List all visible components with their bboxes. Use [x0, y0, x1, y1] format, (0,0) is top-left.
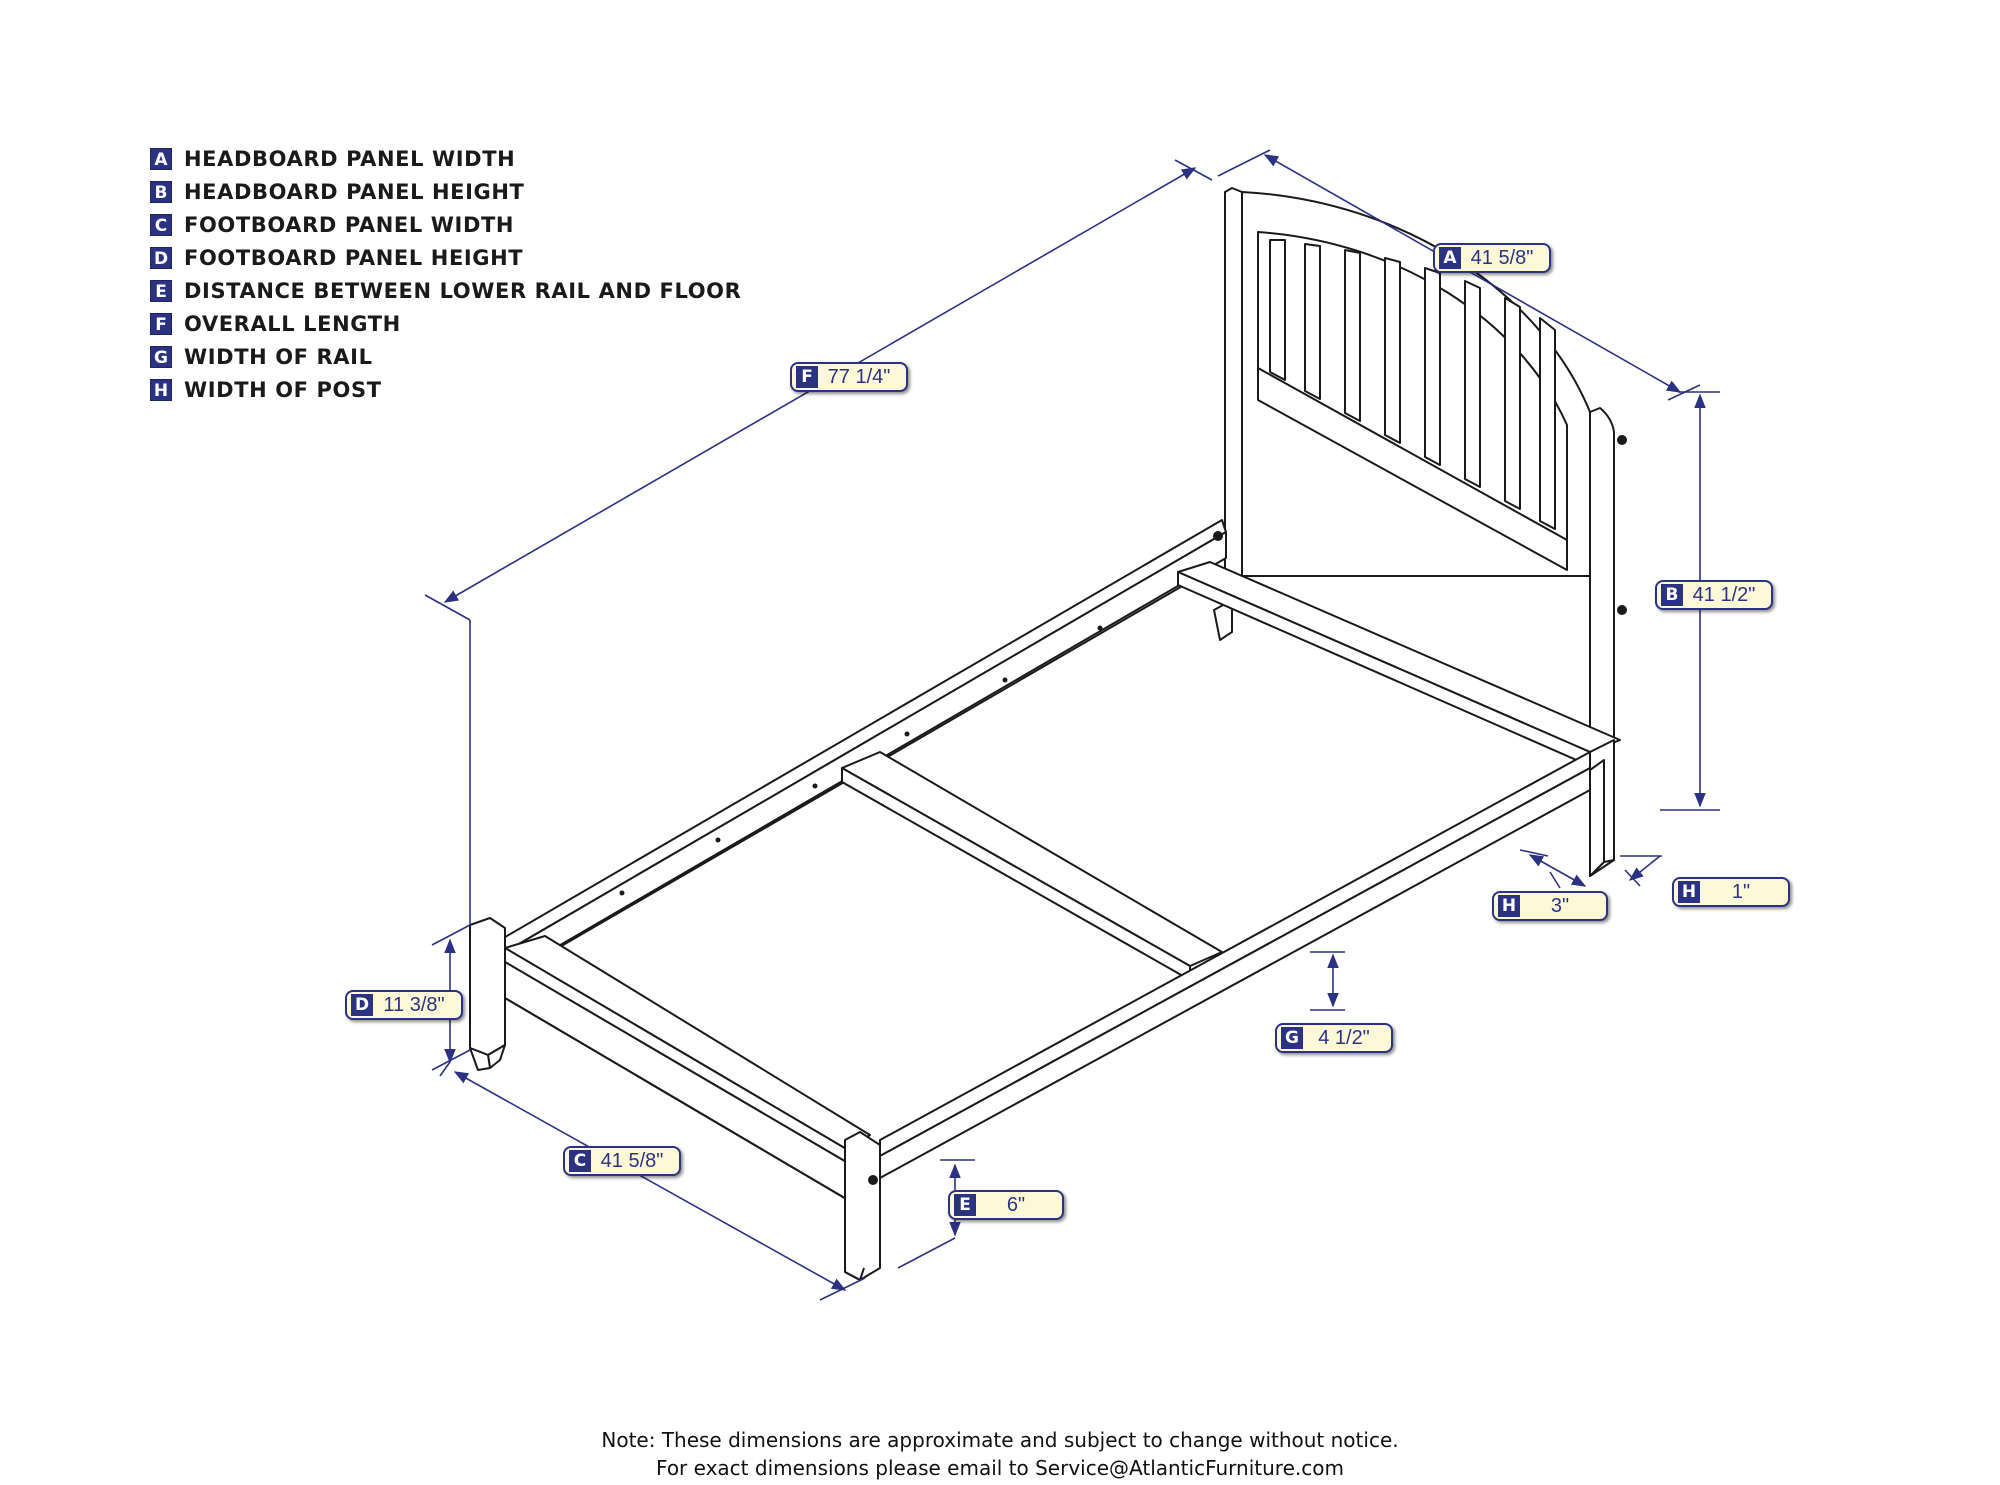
legend-item-a: A HEADBOARD PANEL WIDTH — [150, 142, 741, 175]
legend-text: WIDTH OF POST — [184, 377, 382, 402]
legend-letter: C — [150, 213, 172, 236]
badge-letter: E — [954, 1194, 976, 1216]
legend-text: OVERALL LENGTH — [184, 311, 401, 336]
center-cross-support — [841, 751, 1223, 981]
legend-text: HEADBOARD PANEL WIDTH — [184, 146, 516, 171]
dim-badge-g: G 4 1/2" — [1275, 1023, 1393, 1053]
dim-line-d — [431, 620, 471, 1071]
note-line-1: Note: These dimensions are approximate a… — [601, 1428, 1399, 1452]
footboard — [469, 917, 881, 1281]
badge-letter: F — [796, 366, 818, 388]
note-line-2: For exact dimensions please email to Ser… — [656, 1456, 1344, 1480]
badge-letter: A — [1439, 247, 1461, 269]
badge-value: 11 3/8" — [383, 993, 445, 1016]
dim-badge-h-1: H 1" — [1672, 877, 1790, 907]
legend-letter: D — [150, 246, 172, 269]
badge-letter: H — [1498, 895, 1520, 917]
back-cross-support — [1177, 561, 1621, 767]
legend-item-f: F OVERALL LENGTH — [150, 307, 741, 340]
disclaimer-note: Note: These dimensions are approximate a… — [500, 1426, 1500, 1482]
badge-value: 41 5/8" — [600, 1149, 664, 1172]
badge-value: 41 1/2" — [1692, 583, 1756, 606]
legend-letter: F — [150, 312, 172, 335]
rail-screw-holes — [619, 625, 1103, 896]
dim-badge-d: D 11 3/8" — [345, 990, 463, 1020]
legend-item-g: G WIDTH OF RAIL — [150, 340, 741, 373]
badge-value: 41 5/8" — [1470, 246, 1534, 269]
dim-badge-e: E 6" — [948, 1190, 1064, 1220]
right-head-post — [1589, 739, 1615, 877]
badge-value: 6" — [1006, 1193, 1026, 1216]
badge-letter: B — [1661, 584, 1683, 606]
legend-letter: A — [150, 147, 172, 170]
dim-line-g — [1310, 951, 1345, 1011]
dim-line-c — [439, 1061, 866, 1301]
badge-letter: D — [351, 994, 373, 1016]
badge-letter: H — [1678, 881, 1700, 903]
bed-frame — [469, 187, 1627, 1281]
legend-text: WIDTH OF RAIL — [184, 344, 373, 369]
legend-letter: E — [150, 279, 172, 302]
dim-badge-a: A 41 5/8" — [1433, 243, 1551, 273]
badge-value: 4 1/2" — [1318, 1026, 1370, 1049]
dim-line-h-3 — [1519, 849, 1587, 889]
badge-value: 77 1/4" — [827, 365, 891, 388]
badge-letter: G — [1281, 1027, 1303, 1049]
legend-letter: B — [150, 180, 172, 203]
badge-letter: C — [569, 1150, 591, 1172]
legend-letter: H — [150, 378, 172, 401]
legend-item-h: H WIDTH OF POST — [150, 373, 741, 406]
dim-badge-c: C 41 5/8" — [563, 1146, 681, 1176]
dim-badge-b: B 41 1/2" — [1655, 580, 1773, 610]
dim-badge-f: F 77 1/4" — [790, 362, 908, 392]
legend-letter: G — [150, 345, 172, 368]
badge-value: 1" — [1731, 880, 1751, 903]
dim-badge-h-3: H 3" — [1492, 891, 1608, 921]
badge-value: 3" — [1550, 894, 1570, 917]
dim-line-h-1 — [1620, 855, 1662, 887]
